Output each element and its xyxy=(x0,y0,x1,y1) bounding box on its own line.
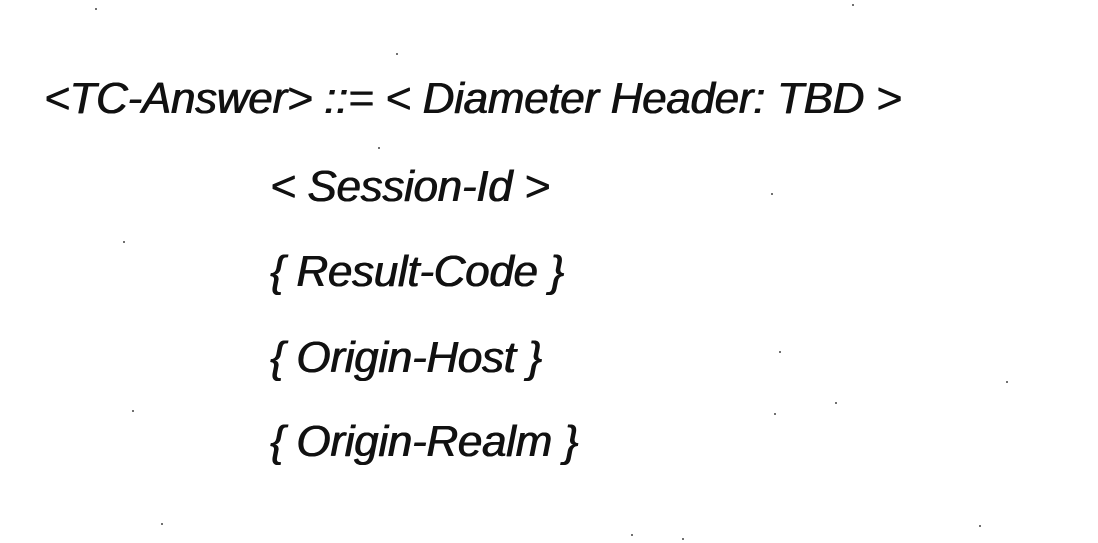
scan-speck xyxy=(95,8,97,10)
message-definition-header: <TC-Answer> ::= < Diameter Header: TBD > xyxy=(44,77,901,121)
scan-speck xyxy=(378,147,380,149)
scan-speck xyxy=(396,53,398,55)
scan-speck xyxy=(779,351,781,353)
scan-speck xyxy=(132,410,134,412)
avp-origin-host: { Origin-Host } xyxy=(270,336,542,380)
avp-result-code: { Result-Code } xyxy=(270,250,564,294)
scan-speck xyxy=(852,4,854,6)
scan-speck xyxy=(979,525,981,527)
avp-origin-realm: { Origin-Realm } xyxy=(270,420,578,464)
scan-speck xyxy=(835,402,837,404)
scan-speck xyxy=(1006,381,1008,383)
scan-speck xyxy=(123,241,125,243)
avp-session-id: < Session-Id > xyxy=(270,165,550,209)
scan-speck xyxy=(631,534,633,536)
scan-speck xyxy=(774,413,776,415)
scan-speck xyxy=(161,523,163,525)
scan-speck xyxy=(682,538,684,540)
scan-speck xyxy=(771,193,773,195)
